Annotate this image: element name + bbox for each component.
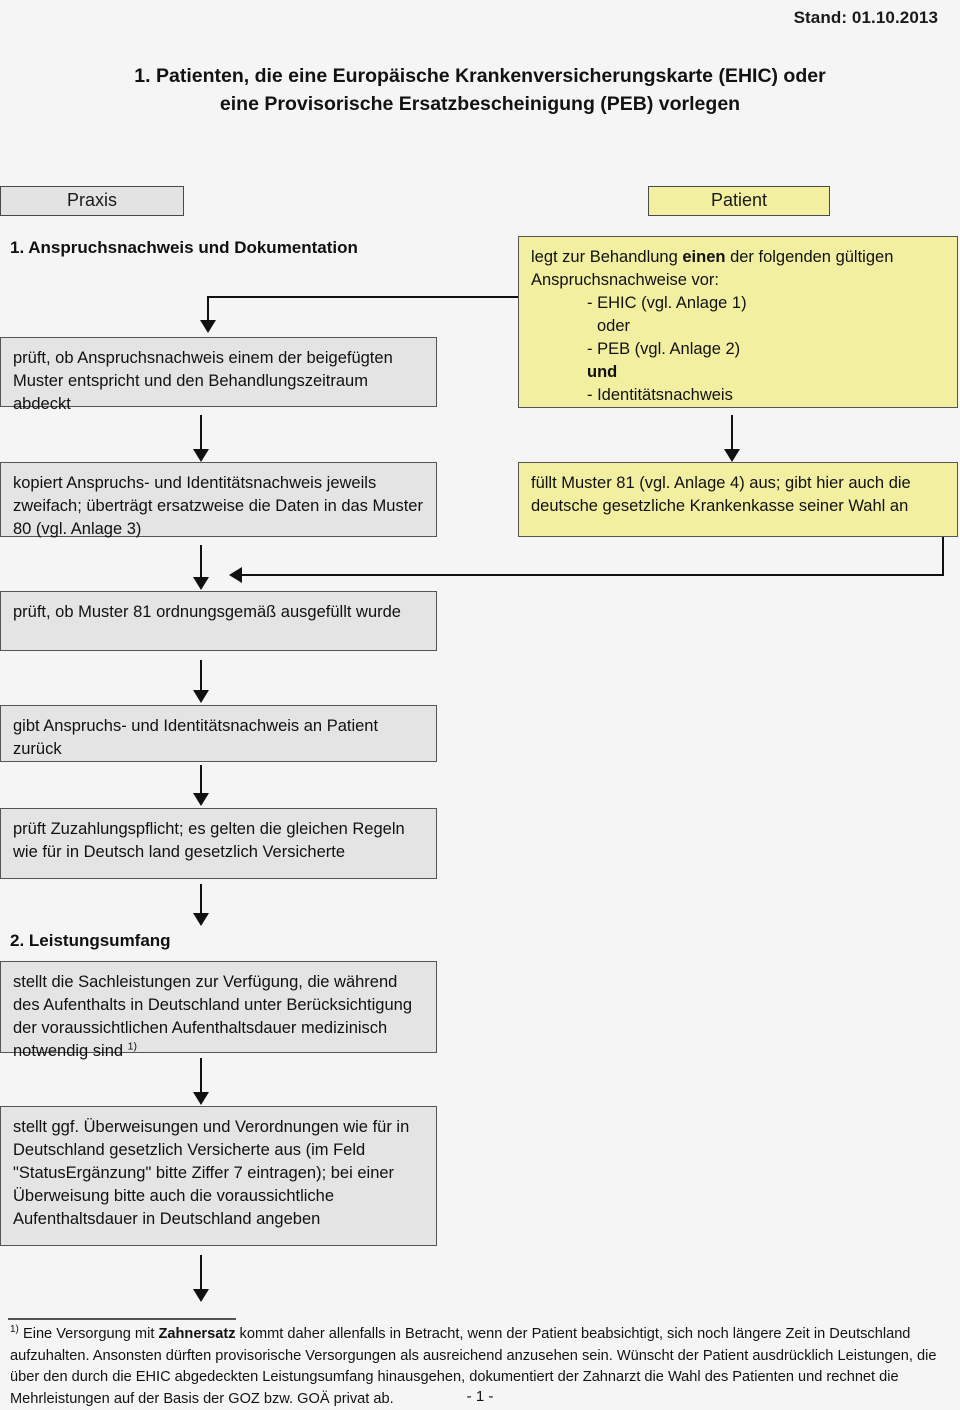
- praxis-step-2-box: kopiert Anspruchs- und Identitätsnachwei…: [0, 462, 437, 538]
- patient-step-1-intro-bold: einen: [682, 248, 726, 266]
- connector-praxis-5-to-6: [200, 884, 202, 917]
- praxis-step-1-box: prüft, ob Anspruchsnachweis einem der be…: [0, 337, 437, 413]
- footnote-marker: 1): [10, 1324, 19, 1336]
- connector-praxis-6-to-7: [200, 1058, 202, 1096]
- connector-patient-to-praxis-vertical: [207, 296, 209, 324]
- praxis-step-3-box: prüft, ob Muster 81 ordnungsgemäß ausgef…: [0, 591, 437, 651]
- connector-patient-2-to-praxis-horizontal: [240, 574, 944, 576]
- connector-praxis-7-to-next-page: [200, 1255, 202, 1293]
- arrowhead-down-to-praxis-step-6: [193, 913, 209, 926]
- patient-step-1-item-ehic: - EHIC (vgl. Anlage 1): [587, 294, 747, 312]
- arrowhead-down-to-praxis-step-2: [193, 449, 209, 462]
- arrowhead-down-to-praxis-step-5: [193, 793, 209, 806]
- arrowhead-down-to-praxis-step-7: [193, 1092, 209, 1105]
- column-header-praxis: Praxis: [0, 186, 184, 216]
- praxis-step-4-text: gibt Anspruchs- und Identitätsnachweis a…: [13, 717, 379, 758]
- patient-step-1-item-und: und: [587, 363, 618, 381]
- footnote-part-2: kommt daher allenfalls in Betracht, wenn…: [10, 1326, 937, 1407]
- patient-step-1-item-peb: - PEB (vgl. Anlage 2): [587, 340, 741, 358]
- connector-patient-2-down: [942, 537, 944, 576]
- patient-step-2-box: füllt Muster 81 (vgl. Anlage 4) aus; gib…: [518, 462, 958, 537]
- praxis-step-2-text: kopiert Anspruchs- und Identitätsnachwei…: [13, 474, 423, 538]
- praxis-step-4-box: gibt Anspruchs- und Identitätsnachweis a…: [0, 705, 437, 762]
- footnote-separator: [8, 1318, 236, 1320]
- connector-patient-to-praxis-horizontal: [207, 296, 520, 298]
- arrowhead-down-continue: [193, 1289, 209, 1302]
- page-title: 1. Patienten, die eine Europäische Krank…: [60, 62, 900, 118]
- patient-step-1-intro-b: der folgenden gültigen Anspruchsnachweis…: [531, 248, 894, 289]
- patient-step-1-item-identitaet: - Identitätsnachweis: [587, 386, 733, 404]
- praxis-step-6-text: stellt die Sachleistungen zur Verfügung,…: [13, 973, 412, 1060]
- patient-step-2-text: füllt Muster 81 (vgl. Anlage 4) aus; gib…: [531, 474, 911, 515]
- column-header-patient-label: Patient: [710, 190, 768, 210]
- arrowhead-left-to-praxis-flow: [229, 567, 242, 583]
- footnote-bold-term: Zahnersatz: [158, 1326, 236, 1342]
- column-header-praxis-label: Praxis: [66, 190, 117, 210]
- arrowhead-down-to-praxis-step-4: [193, 690, 209, 703]
- revision-date: Stand: 01.10.2013: [793, 8, 938, 27]
- section-heading-2: 2. Leistungsumfang: [10, 931, 171, 950]
- arrowhead-down-to-praxis-step-1: [200, 320, 216, 333]
- patient-step-1-intro-a: legt zur Behandlung: [531, 248, 683, 266]
- connector-praxis-3-to-4: [200, 660, 202, 694]
- praxis-step-5-box: prüft Zuzahlungspflicht; es gelten die g…: [0, 808, 437, 879]
- praxis-step-7-box: stellt ggf. Überweisungen und Verordnung…: [0, 1106, 437, 1246]
- praxis-step-7-text: stellt ggf. Überweisungen und Verordnung…: [13, 1118, 410, 1228]
- connector-patient-1-to-2: [731, 415, 733, 453]
- page-number: - 1 -: [466, 1388, 494, 1405]
- praxis-step-6-box: stellt die Sachleistungen zur Verfügung,…: [0, 961, 437, 1060]
- patient-step-1-box: legt zur Behandlung einen der folgenden …: [518, 236, 958, 408]
- connector-praxis-4-to-5: [200, 765, 202, 796]
- column-header-patient: Patient: [648, 186, 830, 216]
- footnote-part-1: Eine Versorgung mit: [22, 1326, 159, 1342]
- connector-praxis-2-to-3: [200, 545, 202, 581]
- arrowhead-down-to-patient-step-2: [724, 449, 740, 462]
- page-title-line-1: 1. Patienten, die eine Europäische Krank…: [134, 65, 826, 87]
- connector-praxis-1-to-2: [200, 415, 202, 453]
- patient-step-1-item-oder: oder: [597, 317, 631, 335]
- arrowhead-down-to-praxis-step-3: [193, 577, 209, 590]
- section-heading-1: 1. Anspruchsnachweis und Dokumentation: [10, 238, 358, 257]
- praxis-step-1-text: prüft, ob Anspruchsnachweis einem der be…: [13, 349, 393, 413]
- praxis-step-5-text: prüft Zuzahlungspflicht; es gelten die g…: [13, 820, 405, 861]
- praxis-step-3-text: prüft, ob Muster 81 ordnungsgemäß ausgef…: [13, 603, 401, 621]
- page-title-line-2: eine Provisorische Ersatzbescheinigung (…: [219, 93, 741, 115]
- footnote-text: 1) Eine Versorgung mit Zahnersatz kommt …: [10, 1324, 948, 1410]
- footnote-marker-inline: 1): [127, 1040, 138, 1053]
